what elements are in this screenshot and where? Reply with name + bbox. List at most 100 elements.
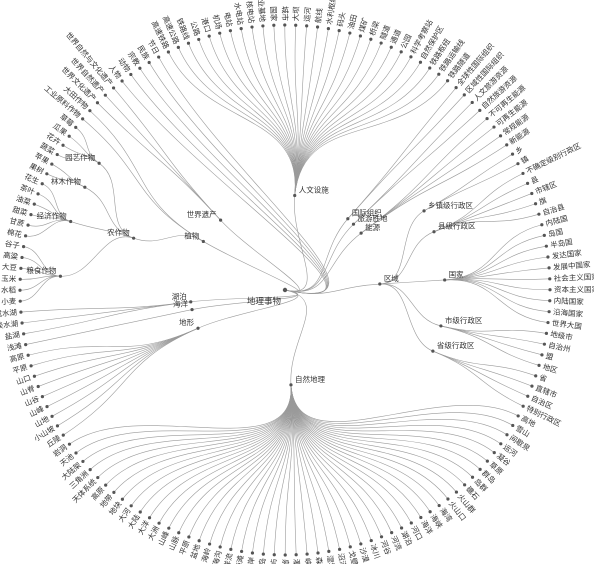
tree-branch-label: 旅游胜地: [357, 213, 387, 223]
tree-branch-label: 乡镇级行政区: [428, 200, 473, 210]
tree-link: [139, 384, 292, 513]
tree-link: [294, 80, 448, 196]
tree-leaf-label: 盐湖: [4, 329, 20, 341]
tree-node-dot: [432, 230, 436, 234]
tree-leaf-label: 洋流: [221, 552, 234, 564]
tree-link: [290, 384, 440, 506]
tree-node-dot: [283, 23, 287, 27]
tree-link: [379, 283, 441, 327]
tree-leaf-label: 机场: [211, 13, 225, 30]
tree-link: [444, 279, 550, 302]
tree-node-dot: [36, 384, 40, 389]
tree-branch-label: 人文设施: [299, 184, 329, 194]
tree-node-dot: [24, 342, 28, 347]
tree-link: [178, 384, 292, 533]
tree-node-dot: [104, 483, 108, 487]
tree-node-dot: [485, 116, 489, 121]
tree-node-dot: [534, 374, 538, 378]
tree-node-dot: [190, 307, 194, 312]
tree-node-dot: [23, 234, 28, 238]
tree-node-dot: [510, 152, 515, 156]
tree-link: [158, 384, 292, 524]
tree-link: [432, 350, 533, 387]
tree-node-dot: [439, 324, 443, 328]
tree-node-dot: [428, 510, 432, 514]
tree-link: [290, 384, 372, 541]
tree-link: [432, 350, 536, 377]
tree-node-dot: [50, 162, 54, 166]
tree-link: [290, 384, 481, 470]
tree-node-dot: [189, 300, 193, 304]
tree-leaf-label: 淡水湖: [0, 318, 19, 331]
tree-links: [19, 24, 551, 556]
tree-leaf-label: 山口: [15, 372, 32, 386]
tree-node-dot: [294, 23, 298, 27]
tree-node-dot: [419, 515, 423, 520]
tree-link: [290, 384, 457, 493]
tree-leaf-label: 城市: [280, 6, 290, 22]
tree-link: [290, 384, 412, 524]
tree-link: [440, 325, 540, 366]
tree-leaf-label: 自治州: [547, 340, 571, 354]
tree-link: [197, 289, 299, 329]
tree-branch-label: 海洋: [173, 299, 188, 309]
tree-node-dot: [437, 503, 441, 508]
tree-node-dot: [537, 363, 541, 368]
tree-node-dot: [29, 364, 33, 368]
tree-node-dot: [19, 266, 23, 270]
tree-link: [290, 384, 519, 422]
tree-branch-label: 国家: [449, 269, 464, 279]
tree-node-dot: [485, 459, 489, 463]
tree-link: [294, 47, 392, 196]
tree-node-dot: [228, 29, 233, 33]
tree-link: [294, 56, 412, 196]
tree-link: [188, 384, 292, 538]
tree-branch-label: 市级行政区: [445, 315, 483, 325]
tree-node-dot: [111, 86, 116, 90]
tree-branch-label: 经济作物: [37, 211, 67, 221]
tree-link: [290, 384, 508, 436]
tree-node-dot: [389, 45, 393, 49]
tree-branch-label: 湖泊: [172, 291, 187, 301]
tree-node-dot: [95, 101, 100, 105]
tree-link: [284, 218, 349, 292]
tree-node-dot: [446, 497, 450, 501]
tree-leaf-label: 海岭: [199, 546, 213, 564]
tree-link: [294, 62, 421, 196]
tree-link: [379, 210, 425, 285]
tree-link: [97, 102, 221, 221]
tree-leaf-label: 小麦: [1, 296, 17, 307]
tree-link: [290, 384, 340, 550]
tree-link: [353, 110, 481, 225]
tree-node-dot: [132, 236, 136, 240]
tree-link: [290, 384, 392, 533]
tree-link: [347, 87, 457, 219]
tree-node-dot: [547, 310, 551, 314]
tree-link: [432, 350, 528, 397]
tree-node-dot: [187, 535, 191, 539]
tree-node-dot: [422, 209, 426, 213]
tree-node-dot: [261, 24, 265, 28]
tree-node-dot: [548, 288, 552, 292]
tree-leaf-label: 航线: [312, 7, 324, 24]
tree-link: [25, 220, 71, 237]
tree-node-dot: [542, 342, 547, 346]
tree-link: [168, 51, 296, 196]
tree-link: [240, 28, 297, 196]
tree-link: [284, 283, 380, 294]
tree-node-dot: [67, 134, 71, 138]
tree-link: [284, 289, 307, 385]
tree-node-dot: [83, 185, 87, 189]
tree-node-dot: [399, 50, 403, 54]
tree-link: [51, 163, 85, 188]
tree-node-dot: [32, 374, 37, 378]
tree-link: [423, 153, 513, 212]
tree-link: [191, 289, 298, 310]
tree-node-dot: [29, 212, 33, 217]
tree-node-dot: [129, 72, 133, 77]
tree-link: [294, 51, 402, 196]
tree-node-dot: [316, 551, 320, 555]
tree-node-dot: [55, 424, 60, 428]
tree-link: [203, 241, 299, 292]
tree-node-dot: [21, 244, 26, 249]
